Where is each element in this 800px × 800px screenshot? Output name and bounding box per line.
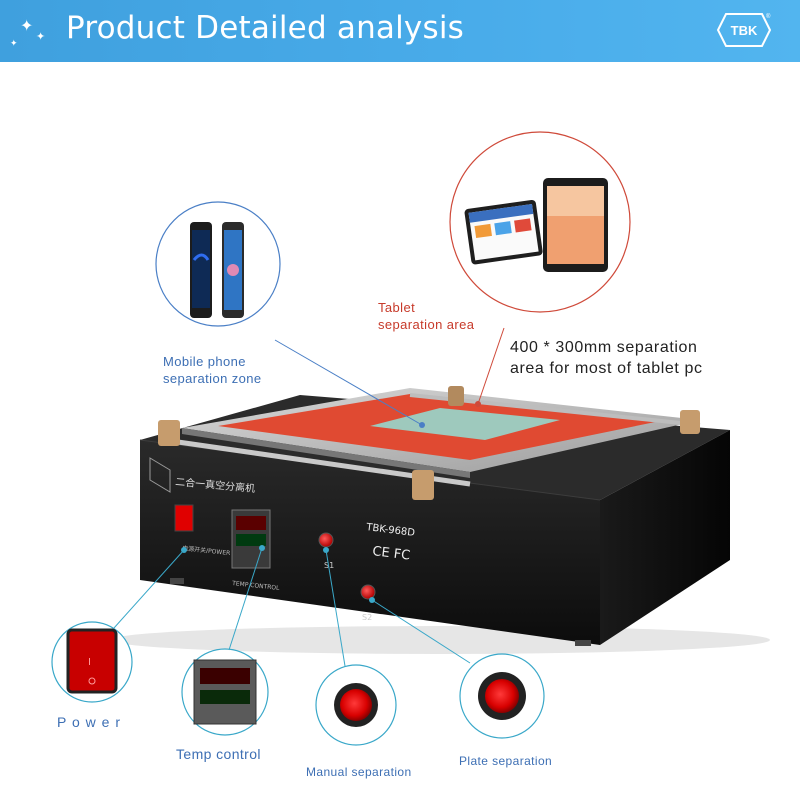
tablet-area-label: Tablet separation area <box>378 300 475 332</box>
svg-text:®: ® <box>766 13 771 20</box>
heating-plate <box>158 386 701 500</box>
power-feature-label: P o w e r <box>57 714 121 730</box>
plate-sep-feature-circle <box>369 597 545 739</box>
floor-shadow <box>110 626 770 654</box>
manual-feature-label: Manual separation <box>306 765 412 779</box>
plate-feature-label: Plate separation <box>459 754 553 768</box>
header-banner: ✦ ✦ ✦ Product Detailed analysis TBK ® <box>0 0 800 62</box>
cert-text: CE FC <box>372 544 412 564</box>
sparkle-icon: ✦ <box>20 18 34 35</box>
mobile-zone-label: Mobile phone separation zone <box>163 354 262 386</box>
sparkle-icon: ✦ <box>10 38 18 48</box>
tablet-callout <box>449 131 631 407</box>
tablet-spec-label: 400 * 300mm separation area for most of … <box>510 339 703 377</box>
svg-text:I: I <box>88 657 91 668</box>
page-title: Product Detailed analysis <box>66 10 464 46</box>
svg-text:TBK: TBK <box>731 23 758 38</box>
sparkle-icon: ✦ <box>36 31 46 43</box>
manual-sep-feature-circle <box>315 547 397 746</box>
s1-label: S1 <box>324 561 334 570</box>
s2-label: S2 <box>362 613 372 622</box>
tbk-logo: TBK ® <box>714 10 774 55</box>
power-feature-circle: I <box>51 547 187 703</box>
mobile-phone-callout <box>155 201 425 428</box>
temp-feature-label: Temp control <box>176 746 261 762</box>
temp-feature-circle <box>181 545 269 736</box>
